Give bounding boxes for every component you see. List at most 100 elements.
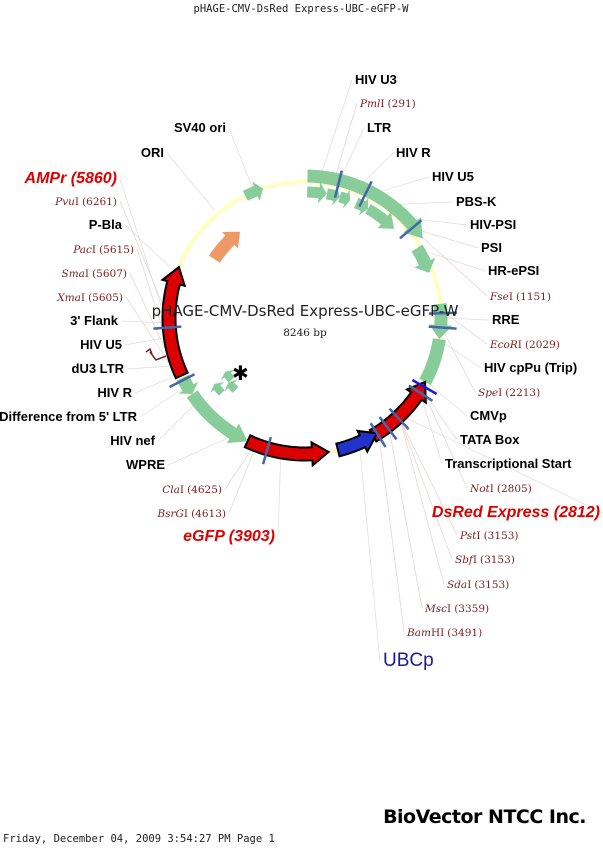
restriction-site-tick [428,311,457,315]
leader-line [120,320,166,324]
feature-label: ORI [141,145,164,160]
feature-label: RRE [492,312,520,327]
enzyme-position: (3153) [480,554,515,566]
leader-line [423,392,468,489]
enzyme-suffix: I [476,530,480,542]
leader-line [224,447,253,490]
enzyme-suffix: I [85,268,89,280]
enzyme-position: (6261) [82,196,117,208]
leader-line [338,127,365,183]
feature-label: PBS-K [456,194,497,209]
restriction-site-tick [358,180,373,208]
hiv-psi-arrow [365,204,395,229]
restriction-site-label: BsrGI(4613) [156,508,226,520]
feature-label: HIV U5 [432,169,474,184]
restriction-site-tick [411,378,438,396]
enzyme-name: Sbf [455,554,475,566]
feature-label: HIV nef [110,433,155,448]
enzyme-position: (4625) [187,484,222,496]
enzyme-suffix: I [180,484,184,496]
enzyme-name: Xma [56,292,81,304]
ori-arrow [208,231,241,263]
feature-label: HIV-PSI [470,217,516,232]
enzyme-name: Fse [489,291,509,303]
small-arrow-1 [210,381,225,396]
leader-line [124,337,167,346]
restriction-site-label: EcoRI(2029) [489,339,560,351]
sv40-ori-arrow [242,181,263,201]
egfp-label: eGFP (3903) [183,528,275,545]
leader-lines [119,79,603,663]
plasmid-length: 8246 bp [283,327,327,339]
enzyme-suffix: I [490,483,494,495]
enzyme-name: Sma [62,268,85,280]
restriction-site-tick [388,407,410,431]
feature-label: Difference from 5' LTR [0,409,138,424]
feature-label: Transcriptional Start [445,456,572,471]
enzyme-suffix: I [447,603,451,615]
egfp-arrow [243,434,331,468]
enzyme-position: (1151) [516,291,551,303]
leader-line [442,342,482,369]
enzyme-name: Pml [359,98,380,110]
feature-label: dU3 LTR [72,361,125,376]
feature-label: HIV U5 [80,337,122,352]
leader-line [359,446,381,663]
restriction-site-tick [261,436,273,465]
restriction-site-label: PacI(5615) [72,244,134,256]
feature-arcs [153,169,457,468]
feature-label: HIV R [396,145,431,160]
enzyme-position: (3153) [474,579,509,591]
restriction-site-tick [378,416,398,441]
leader-line [119,178,166,319]
restriction-site-tick [369,422,387,448]
restriction-site-label: PvuI(6261) [54,196,117,208]
feature-label: HIV R [97,385,132,400]
enzyme-suffix: I [184,508,188,520]
leader-line [403,416,603,514]
restriction-site-tick [168,373,196,389]
feature-label: HIV cpPu (Trip) [484,360,577,375]
enzyme-position: (4613) [191,508,226,520]
ltr-arc [307,169,423,239]
enzyme-position: (3153) [484,530,519,542]
leader-line [119,200,166,311]
enzyme-position: (2029) [525,339,560,351]
dsred-express-arrow [368,380,427,443]
enzyme-suffix: I [518,339,522,351]
wpre-arrow [186,390,248,444]
restriction-site-tick [153,325,182,330]
enzyme-position: (5605) [88,292,123,304]
enzyme-position: (3491) [447,627,482,639]
leader-line [428,383,468,417]
enzyme-name: Sda [447,579,467,591]
promoter-arrowhead-icon [145,347,153,355]
restriction-site-tick [428,325,457,330]
dsred-express-label: DsRed Express (2812) [432,504,600,521]
leader-line [444,312,488,345]
leader-line [126,365,174,370]
restriction-site-label: ClaI(4625) [162,484,222,496]
enzyme-name: Pac [72,244,92,256]
leader-line [378,436,405,633]
leader-line [228,448,256,514]
enzyme-suffix: I [467,579,471,591]
leader-line [134,374,178,394]
enzyme-name: EcoR [489,339,518,351]
enzyme-name: Not [469,483,491,495]
restriction-site-label: MscI(3359) [424,603,489,615]
company-logo: BioVector NTCC Inc. [383,806,586,828]
leader-line [277,455,282,538]
feature-label: 3' Flank [70,313,119,328]
enzyme-suffix: I [509,291,513,303]
hiv-u3-arrow [307,182,327,204]
ampr-label: AMPr (5860) [24,170,117,187]
restriction-site-label: PmlI(291) [359,98,416,110]
restriction-site-tick [408,384,434,402]
leader-line [319,79,353,179]
restriction-site-label: FseI(1151) [489,291,551,303]
hiv-u5-arrow [338,188,351,209]
enzyme-name: BsrG [156,508,184,520]
restriction-site-label: NotI(2805) [469,483,532,495]
